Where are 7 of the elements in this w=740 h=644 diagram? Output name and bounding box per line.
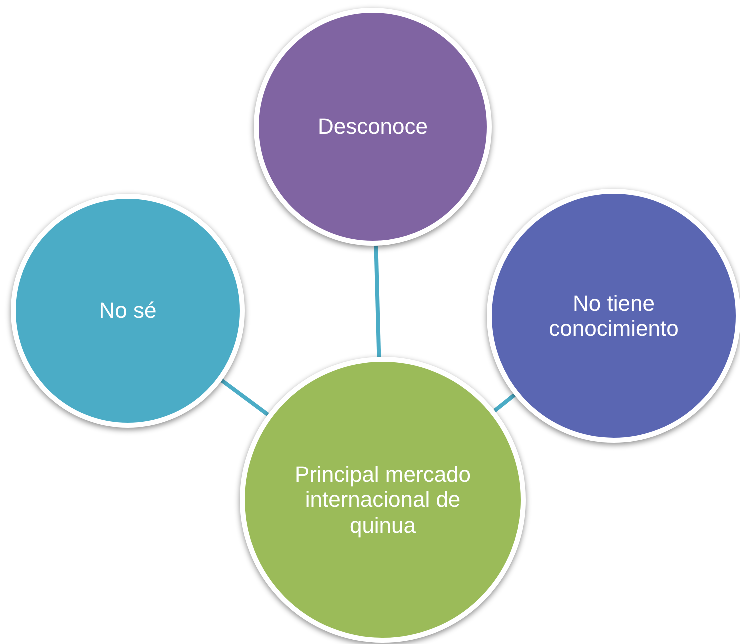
connector-line — [374, 246, 382, 358]
connector-line — [494, 394, 516, 412]
node-label: Desconoce — [318, 114, 428, 140]
node-label: Principal mercado internacional de quinua — [294, 462, 472, 538]
node-label: No tiene conocimiento — [548, 290, 680, 342]
connector-line — [220, 379, 270, 416]
node-label: No sé — [99, 298, 157, 324]
